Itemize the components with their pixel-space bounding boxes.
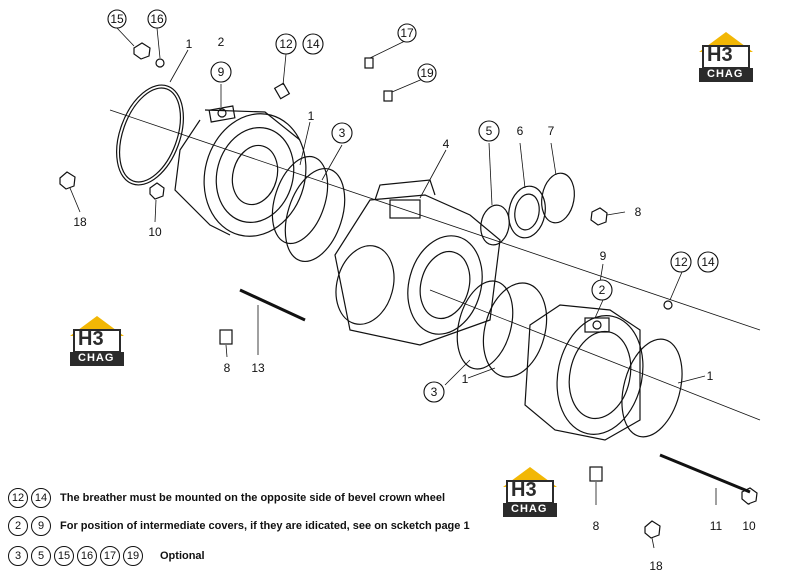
callout-19: 19 bbox=[420, 66, 434, 80]
callout-12: 12 bbox=[279, 37, 293, 51]
callout-8: 8 bbox=[635, 205, 642, 219]
nut-10-left bbox=[149, 182, 165, 200]
ring-3-left bbox=[284, 167, 346, 263]
logo-text: CHAG bbox=[511, 503, 548, 515]
logo-bottom: H3 CHAG bbox=[497, 463, 563, 519]
right-housing bbox=[524, 304, 644, 441]
note-breather: 12 14 The breather must be mounted on th… bbox=[8, 488, 445, 508]
note-ref: 3 bbox=[8, 546, 28, 566]
central-housing bbox=[334, 179, 501, 346]
washer-16 bbox=[155, 58, 165, 68]
note-ref: 9 bbox=[31, 516, 51, 536]
fitting-18-bottom bbox=[644, 520, 661, 539]
axis-line bbox=[109, 109, 761, 331]
axis-line bbox=[429, 289, 761, 421]
note-ref: 19 bbox=[123, 546, 143, 566]
logo-text: CHAG bbox=[707, 68, 744, 80]
plug-8-left bbox=[219, 329, 233, 345]
part-7-snap-ring bbox=[541, 172, 575, 224]
breather-15 bbox=[133, 42, 151, 60]
logo-top-right: H3 CHAG bbox=[693, 28, 759, 84]
logo-letters: H3 bbox=[707, 44, 733, 66]
callout-9: 9 bbox=[218, 65, 225, 79]
logo-letters: H3 bbox=[511, 479, 537, 501]
o-ring-left bbox=[116, 84, 184, 186]
callout-9b: 9 bbox=[600, 249, 607, 263]
callout-1c: 1 bbox=[462, 372, 469, 386]
callout-15: 15 bbox=[110, 12, 124, 26]
note-intermediate-covers: 2 9 For position of intermediate covers,… bbox=[8, 516, 470, 536]
logo-text: CHAG bbox=[78, 352, 115, 364]
callout-17: 17 bbox=[400, 26, 414, 40]
callout-1d: 1 bbox=[707, 369, 714, 383]
callout-13: 13 bbox=[251, 361, 265, 375]
plug-17 bbox=[364, 57, 374, 69]
logo-letters: H3 bbox=[78, 328, 104, 350]
bolt-11 bbox=[659, 453, 751, 494]
breather-12-14-right bbox=[663, 300, 673, 310]
callout-7: 7 bbox=[548, 124, 555, 138]
logo-left: H3 CHAG bbox=[64, 312, 130, 368]
nut-10-right bbox=[741, 487, 758, 505]
note-optional: 3 5 15 16 17 19 Optional bbox=[8, 546, 205, 566]
callout-3: 3 bbox=[339, 126, 346, 140]
callout-1b: 1 bbox=[308, 109, 315, 123]
note-ref: 5 bbox=[31, 546, 51, 566]
note-text: For position of intermediate covers, if … bbox=[60, 520, 470, 532]
callout-16: 16 bbox=[150, 12, 164, 26]
callout-8c: 8 bbox=[593, 519, 600, 533]
callout-2: 2 bbox=[218, 35, 225, 49]
o-ring-1-far-right bbox=[621, 338, 683, 438]
note-text: The breather must be mounted on the oppo… bbox=[60, 492, 446, 504]
note-ref: 17 bbox=[100, 546, 120, 566]
callout-18b: 18 bbox=[649, 559, 663, 573]
callout-18: 18 bbox=[73, 215, 87, 229]
plug-19 bbox=[383, 90, 393, 102]
note-ref: 16 bbox=[77, 546, 97, 566]
part-5-ring bbox=[480, 204, 510, 246]
callout-2b: 2 bbox=[599, 283, 606, 297]
note-ref: 2 bbox=[8, 516, 28, 536]
callout-10b: 10 bbox=[742, 519, 756, 533]
callout-8b: 8 bbox=[224, 361, 231, 375]
callout-1: 1 bbox=[186, 37, 193, 51]
nut-8-right bbox=[590, 207, 608, 226]
note-ref: 14 bbox=[31, 488, 51, 508]
callout-5: 5 bbox=[486, 124, 493, 138]
callout-4: 4 bbox=[443, 137, 450, 151]
plug-8-bottom bbox=[589, 466, 603, 482]
breather-12-14 bbox=[273, 82, 291, 100]
fitting-18-left bbox=[59, 171, 76, 190]
note-ref: 12 bbox=[8, 488, 28, 508]
ring-3-right bbox=[456, 280, 514, 370]
callout-6: 6 bbox=[517, 124, 524, 138]
callout-12b: 12 bbox=[674, 255, 688, 269]
note-text: Optional bbox=[160, 550, 205, 562]
bolt-13 bbox=[239, 288, 306, 322]
o-ring-1-right bbox=[482, 282, 548, 378]
note-ref: 15 bbox=[54, 546, 74, 566]
callout-11: 11 bbox=[710, 519, 723, 533]
left-housing bbox=[174, 105, 307, 237]
callout-10: 10 bbox=[148, 225, 162, 239]
callout-14: 14 bbox=[306, 37, 320, 51]
callout-3b: 3 bbox=[431, 385, 438, 399]
callout-14b: 14 bbox=[701, 255, 715, 269]
